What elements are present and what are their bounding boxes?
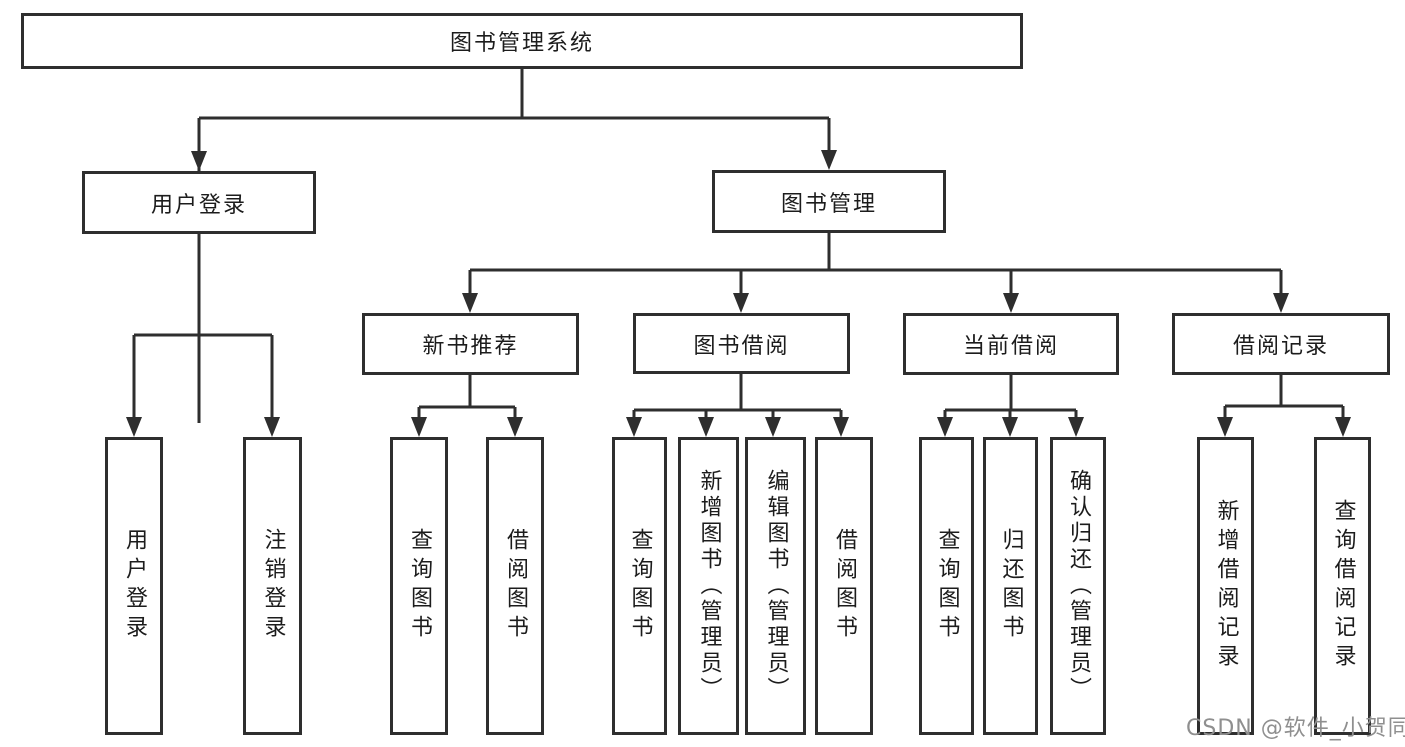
node-root: 图书管理系统 (21, 13, 1023, 69)
node-book-management-label: 图书管理 (780, 191, 877, 217)
node-book-borrow-label: 图书借阅 (693, 333, 790, 359)
leaf-rec-query-book-label: 查询图书 (407, 528, 432, 644)
node-borrow-records-label: 借阅记录 (1232, 334, 1329, 359)
leaf-user-login-label: 用户登录 (122, 528, 147, 644)
leaf-br-query-record: 查询借阅记录 (1314, 437, 1371, 735)
leaf-rec-borrow-book: 借阅图书 (486, 437, 544, 735)
leaf-cb-query-book-label: 查询图书 (934, 528, 960, 644)
leaf-logout-label: 注销登录 (260, 528, 286, 644)
leaf-logout: 注销登录 (243, 437, 302, 735)
node-book-management: 图书管理 (712, 170, 946, 233)
node-user-login: 用户登录 (82, 171, 316, 234)
leaf-bb-add-book-label: 新增图书（管理员） (696, 469, 722, 703)
node-root-label: 图书管理系统 (449, 31, 594, 56)
leaf-cb-return-book-label: 归还图书 (998, 528, 1024, 644)
leaf-rec-query-book: 查询图书 (390, 437, 448, 735)
leaf-bb-query-book-label: 查询图书 (627, 528, 653, 644)
leaf-user-login: 用户登录 (105, 437, 163, 735)
leaf-bb-borrow-book-label: 借阅图书 (832, 528, 857, 644)
node-new-book-recommend: 新书推荐 (362, 313, 579, 375)
leaf-cb-confirm-return-label: 确认归还（管理员） (1066, 469, 1091, 703)
node-user-login-label: 用户登录 (150, 192, 247, 218)
node-borrow-records: 借阅记录 (1172, 313, 1390, 375)
leaf-br-query-record-label: 查询借阅记录 (1330, 499, 1356, 673)
leaf-cb-confirm-return: 确认归还（管理员） (1050, 437, 1106, 735)
node-book-borrow: 图书借阅 (633, 313, 850, 374)
node-current-borrow: 当前借阅 (903, 313, 1119, 375)
node-new-book-recommend-label: 新书推荐 (422, 334, 519, 359)
node-current-borrow-label: 当前借阅 (962, 334, 1059, 359)
leaf-rec-borrow-book-label: 借阅图书 (503, 528, 528, 644)
leaf-bb-borrow-book: 借阅图书 (815, 437, 873, 735)
leaf-cb-return-book: 归还图书 (983, 437, 1038, 735)
leaf-br-add-record: 新增借阅记录 (1197, 437, 1254, 735)
leaf-bb-edit-book: 编辑图书（管理员） (745, 437, 806, 735)
leaf-bb-query-book: 查询图书 (612, 437, 667, 735)
leaf-bb-add-book: 新增图书（管理员） (678, 437, 739, 735)
csdn-watermark: CSDN @软件_小贺同学 (1186, 716, 1405, 741)
leaf-cb-query-book: 查询图书 (919, 437, 974, 735)
leaf-br-add-record-label: 新增借阅记录 (1213, 499, 1239, 673)
leaf-bb-edit-book-label: 编辑图书（管理员） (763, 469, 789, 703)
